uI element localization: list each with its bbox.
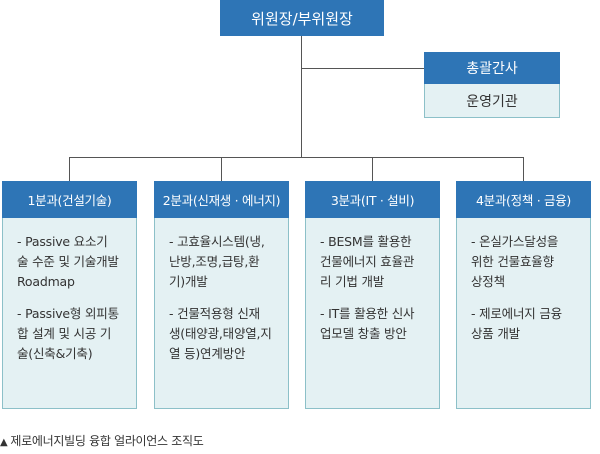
connector-division-1 (69, 157, 70, 181)
connector-division-4 (523, 157, 524, 181)
division-1-body: - Passive 요소기 술 수준 및 기술개발 Roadmap - Pass… (2, 218, 137, 409)
division-2-item-1: - 고효율시스템(냉, 난방,조명,급탕,환 기)개발 (169, 234, 265, 289)
secretary-node-head: 총괄간사 (424, 52, 560, 84)
division-3-title: 3분과(IT · 설비) (330, 193, 415, 208)
chairman-label: 위원장/부위원장 (251, 9, 353, 28)
division-4-item-2: - 제로에너지 금융 상품 개발 (471, 306, 562, 341)
division-4-item-1: - 온실가스달성을 위한 건물효율향 상정책 (471, 234, 559, 289)
secretary-node-body: 운영기관 (424, 84, 560, 118)
caption-marker-icon: ▲ (0, 437, 8, 448)
division-2-header: 2분과(신재생 · 에너지) (154, 181, 289, 218)
connector-horizontal-bus (69, 157, 523, 158)
connector-side-branch (302, 68, 424, 69)
division-3-item-1: - BESM를 활용한 건물에너지 효율관 리 기법 개발 (320, 234, 415, 289)
division-3-item-2: - IT를 활용한 신사 업모델 창출 방안 (320, 306, 415, 341)
division-4-title: 4분과(정책 · 금융) (475, 193, 572, 208)
division-1-header: 1분과(건설기술) (2, 181, 137, 218)
division-2-title: 2분과(신재생 · 에너지) (162, 193, 281, 208)
division-1-item-1: - Passive 요소기 술 수준 및 기술개발 Roadmap (17, 234, 119, 289)
operating-agency-label: 운영기관 (466, 93, 518, 110)
division-3-header: 3분과(IT · 설비) (305, 181, 440, 218)
connector-top-vertical (301, 36, 302, 157)
division-1-item-2: - Passive형 외피통 합 설계 및 시공 기 술(신축&기축) (17, 306, 119, 361)
division-2-body: - 고효율시스템(냉, 난방,조명,급탕,환 기)개발 - 건물적용형 신재 생… (154, 218, 289, 409)
division-3-body: - BESM를 활용한 건물에너지 효율관 리 기법 개발 - IT를 활용한 … (305, 218, 440, 409)
division-4-header: 4분과(정책 · 금융) (456, 181, 591, 218)
connector-division-3 (372, 157, 373, 181)
division-4-body: - 온실가스달성을 위한 건물효율향 상정책 - 제로에너지 금융 상품 개발 (456, 218, 591, 409)
chairman-node: 위원장/부위원장 (220, 0, 384, 36)
division-1-title: 1분과(건설기술) (27, 193, 112, 208)
secretary-label: 총괄간사 (466, 61, 518, 77)
caption-text: 제로에너지빌딩 융합 얼라이언스 조직도 (10, 434, 204, 448)
figure-caption: ▲제로에너지빌딩 융합 얼라이언스 조직도 (0, 432, 204, 449)
connector-division-2 (221, 157, 222, 181)
division-2-item-2: - 건물적용형 신재 생(태양광,태양열,지 열 등)연계방안 (169, 306, 272, 361)
